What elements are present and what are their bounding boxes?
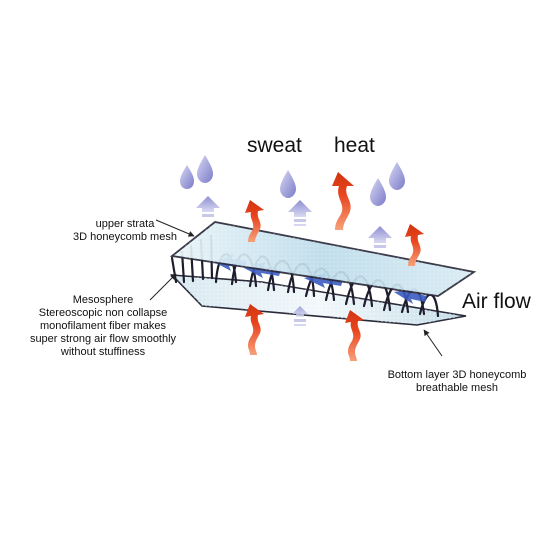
bottom-layer-line-1: Bottom layer 3D honeycomb (387, 369, 527, 381)
top-mesh-layer (169, 221, 477, 297)
water-drop-icon (280, 170, 296, 198)
upper-strata-label: upper strata 3D honeycomb mesh (60, 218, 190, 244)
leader-lines (149, 219, 443, 357)
up-arrow-icon (196, 196, 220, 212)
water-drop-icon (180, 165, 194, 189)
heat-wave-arrow-icon (245, 200, 264, 242)
upper-strata-line-1: upper strata (95, 218, 155, 230)
heat-wave-arrow-icon (405, 224, 424, 266)
water-drop-icon (197, 155, 213, 183)
air-flow-label: Air flow (462, 290, 531, 313)
leader-arrow-icon (155, 219, 195, 237)
sweat-label: sweat (247, 134, 302, 157)
mesosphere-line-1: Mesosphere (72, 294, 134, 306)
up-arrow-icon (368, 226, 392, 243)
leader-arrow-icon (423, 329, 443, 357)
up-arrow-icon (288, 200, 312, 217)
airflow-arrow-icon (394, 288, 427, 304)
upper-strata-line-2: 3D honeycomb mesh (73, 231, 177, 243)
water-drop-icon (389, 162, 405, 190)
mesosphere-line-2: Stereoscopic non collapse (38, 307, 168, 319)
bottom-layer-label: Bottom layer 3D honeycomb breathable mes… (368, 369, 546, 395)
heat-wave-arrow-icon (245, 304, 264, 355)
sweat-drops (180, 155, 405, 206)
mesosphere-line-3: monofilament fiber makes (40, 320, 166, 332)
heat-wave-arrow-icon (332, 172, 354, 230)
bottom-mesh-layer (169, 274, 467, 326)
mesosphere-line-5: without stuffiness (60, 346, 146, 358)
heat-label: heat (334, 134, 375, 157)
heat-wave-arrow-icon (345, 310, 364, 361)
bottom-layer-line-2: breathable mesh (416, 382, 498, 394)
water-drop-icon (370, 178, 386, 206)
mesosphere-label: Mesosphere Stereoscopic non collapse mon… (14, 294, 192, 359)
leader-arrow-icon (149, 273, 177, 301)
vapor-arrows (196, 196, 392, 326)
heat-arrows (245, 172, 424, 361)
mesosphere-line-4: super strong air flow smoothly (29, 333, 177, 345)
up-arrow-icon (292, 306, 308, 317)
